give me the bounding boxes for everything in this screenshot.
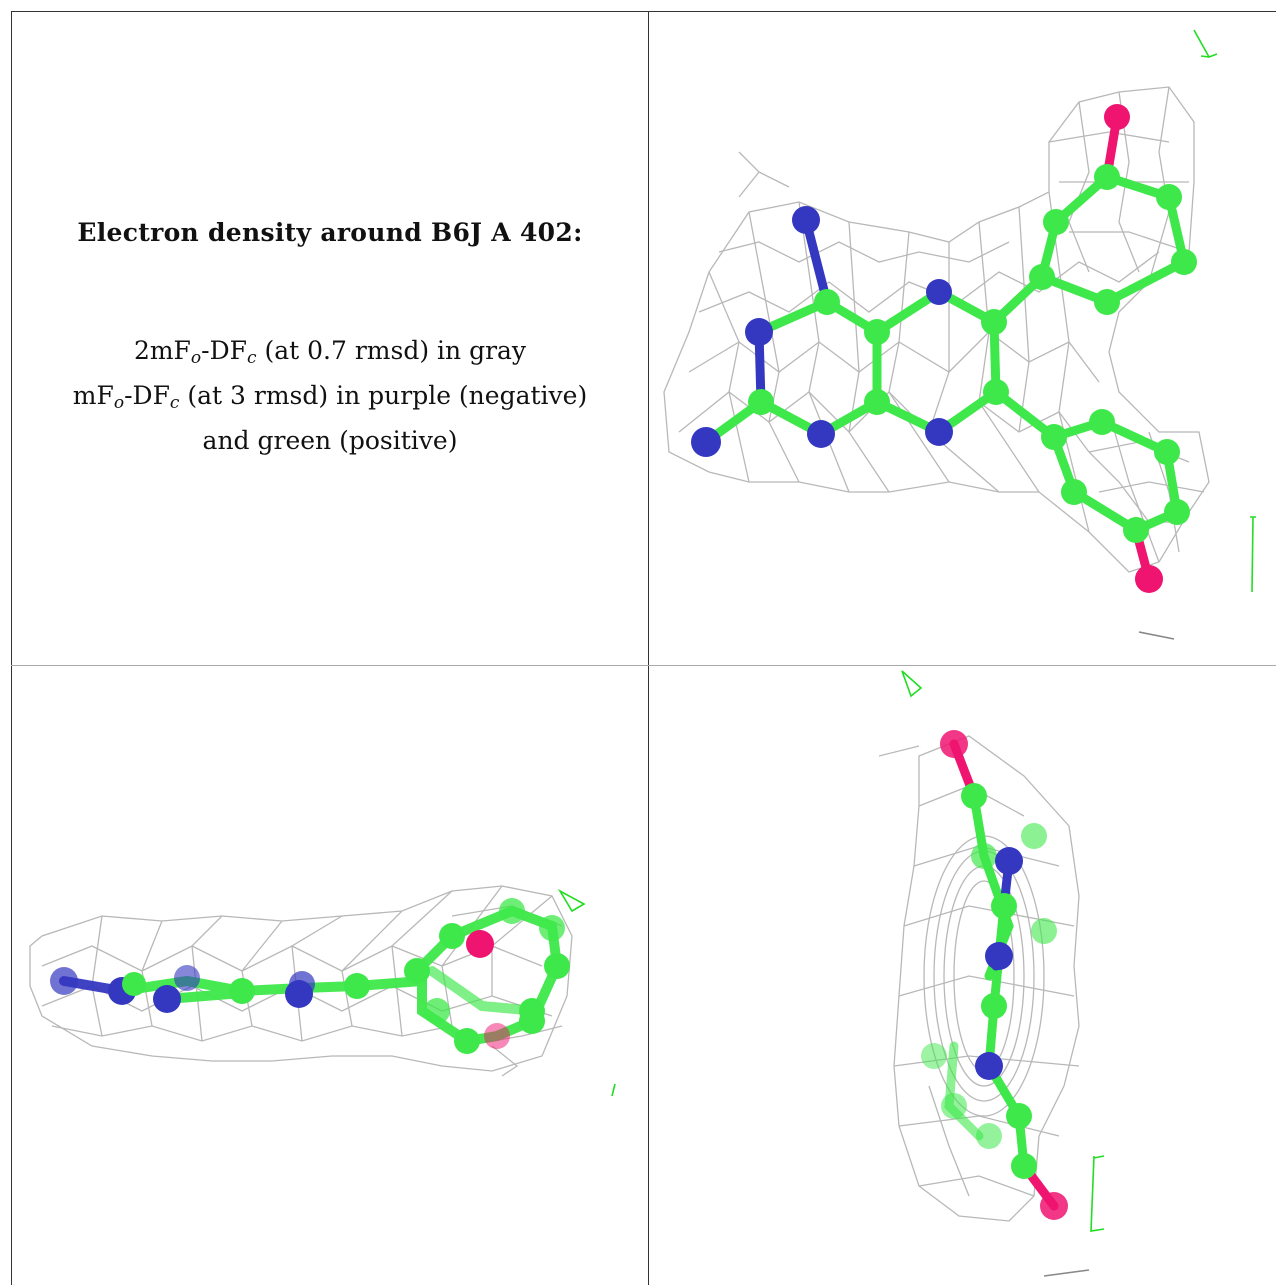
legend-line-diff-suffix: (at 3 rmsd) in purple (negative) (179, 381, 588, 410)
molecule-front-svg (663, 29, 1256, 640)
positive-density-peaks-side (557, 888, 616, 1097)
legend-line-gray: 2mFo-DFc (at 0.7 rmsd) in gray (12, 332, 648, 377)
legend-line-difference: mFo-DFc (at 3 rmsd) in purple (negative) (12, 377, 648, 422)
legend-line-positive: and green (positive) (202, 426, 458, 455)
frame-left-line (11, 11, 12, 1285)
molecule-view-side (12, 666, 648, 1285)
legend-line-diff-mid: -DF (124, 381, 170, 410)
molecule-side-svg (29, 885, 616, 1097)
molecule-view-front (649, 12, 1276, 665)
legend-line-gray-sub-o: o (190, 348, 202, 368)
frame-top-line (11, 11, 1276, 12)
legend-line-diff-sub-o: o (113, 393, 125, 413)
molecule-atoms-front (691, 104, 1197, 593)
density-mesh-side (29, 885, 573, 1077)
positive-density-peaks-end (901, 670, 1105, 1277)
density-legend: 2mFo-DFc (at 0.7 rmsd) in gray mFo-DFc (… (12, 332, 648, 460)
legend-line-gray-sub-c: c (247, 348, 257, 368)
legend-line-gray-mid: -DF (201, 336, 247, 365)
legend-line-gray-prefix: 2mF (133, 336, 191, 365)
molecule-atoms-side (50, 898, 570, 1054)
molecule-end-svg (878, 670, 1105, 1277)
molecule-view-end (649, 666, 1276, 1285)
legend-line-diff-sub-c: c (169, 393, 180, 413)
legend-line-diff-prefix: mF (72, 381, 114, 410)
legend-line-gray-suffix: (at 0.7 rmsd) in gray (256, 336, 527, 365)
positive-density-peaks-front (1138, 29, 1256, 640)
panel-title: Electron density around B6J A 402: (77, 218, 583, 247)
frame-center-vertical-line (648, 11, 649, 1285)
description-panel: Electron density around B6J A 402: 2mFo-… (12, 12, 648, 665)
molecule-atoms-end (921, 730, 1068, 1220)
frame-center-horizontal-line (11, 665, 1276, 666)
